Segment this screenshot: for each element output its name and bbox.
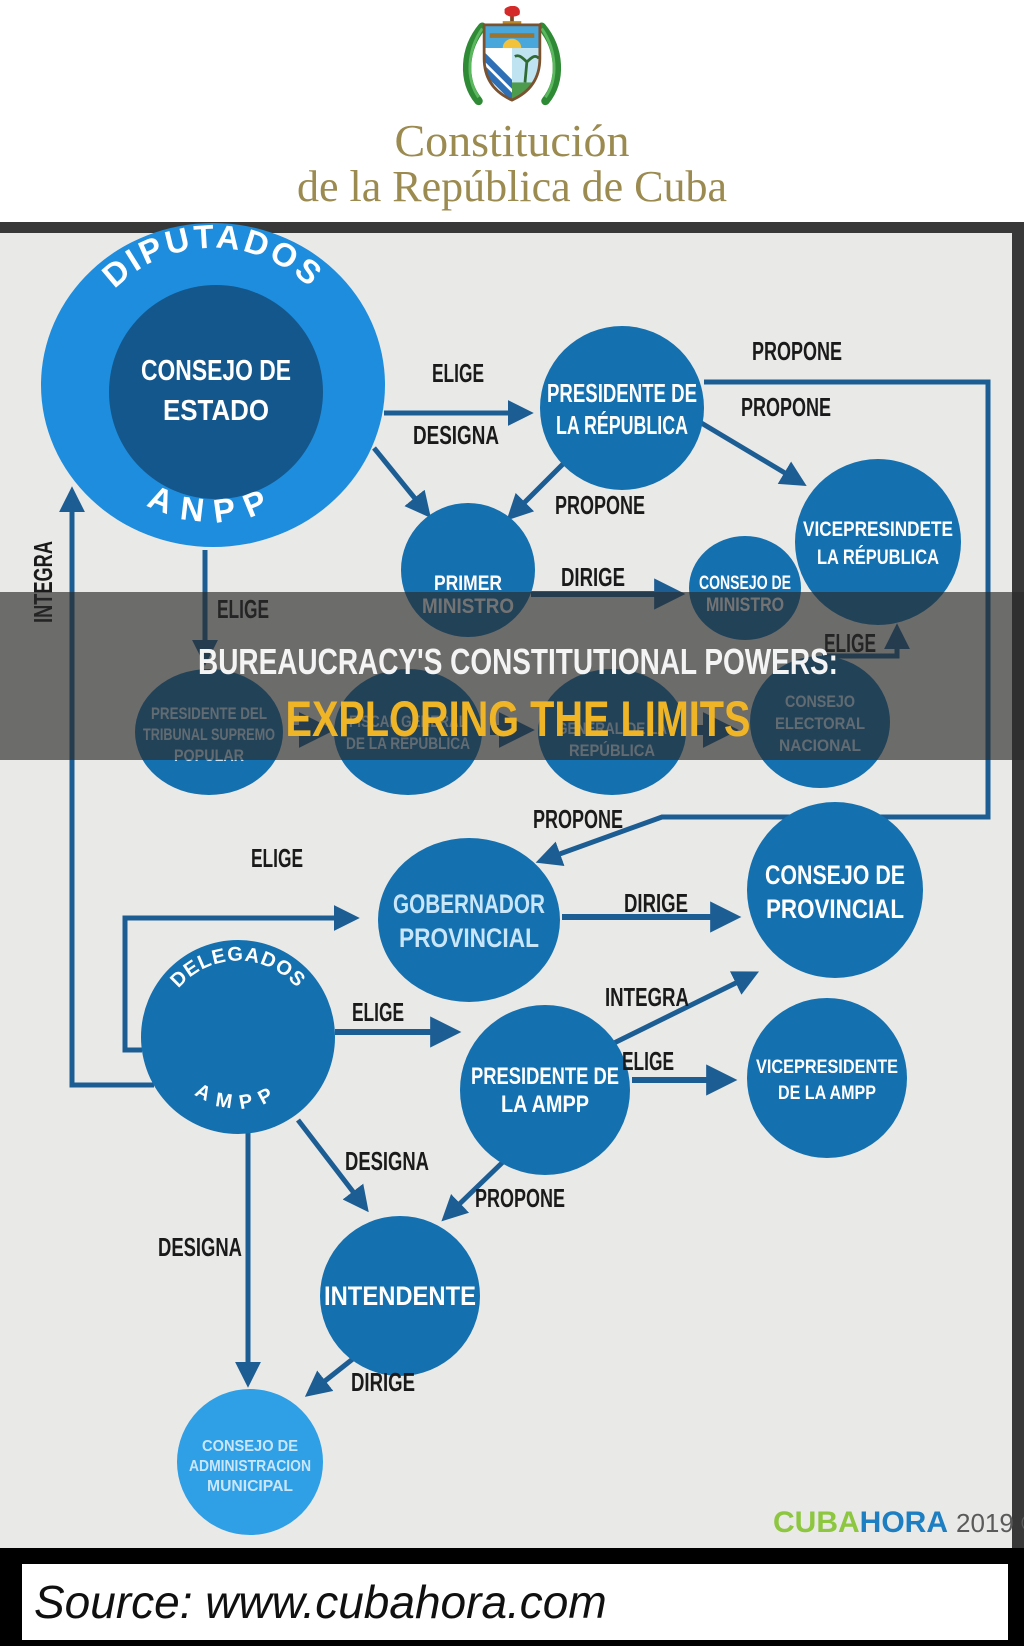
label-propone-primer-ministro: PROPONE xyxy=(555,490,645,520)
banner-title-line2: EXPLORING THE LIMITS xyxy=(286,691,751,747)
node-vicepresidente-republica: VICEPRESINDETE LA RÉPUBLICA xyxy=(795,459,961,625)
laurel-wreath-icon xyxy=(463,22,561,106)
node-consejo-provincial: CONSEJO DE PROVINCIAL xyxy=(747,802,923,978)
edge-dirige-consejo-municipal xyxy=(304,1356,356,1397)
label-dirige-consejo-municipal: DIRIGE xyxy=(351,1367,415,1397)
label-elige-presidente-ampp: ELIGE xyxy=(352,997,404,1027)
gobernador-line2: PROVINCIAL xyxy=(399,923,539,953)
consejo-estado-line2: ESTADO xyxy=(163,395,269,427)
source-bar-inner: Source: www.cubahora.com xyxy=(22,1564,1008,1640)
edge-designa-intendente xyxy=(296,1118,369,1213)
label-integra-consejo-provincial: INTEGRA xyxy=(605,982,689,1012)
vicepresidente-republica-line2: LA RÉPUBLICA xyxy=(817,546,939,569)
presidente-republica-line2: LA RÉPUBLICA xyxy=(556,410,688,440)
node-consejo-municipal: CONSEJO DE ADMINISTRACION MUNICIPAL xyxy=(177,1389,323,1535)
phrygian-cap-icon xyxy=(502,6,522,25)
source-bar: Source: www.cubahora.com xyxy=(0,1548,1024,1646)
gobernador-line1: GOBERNADOR xyxy=(393,889,545,919)
consejo-municipal-line3: MUNICIPAL xyxy=(207,1478,293,1495)
label-elige-gobernador: ELIGE xyxy=(251,843,303,873)
frame-top-strip xyxy=(0,222,1024,233)
edge-propone-gobernador xyxy=(535,379,991,867)
node-delegados-ampp: DELEGADOS AMPP xyxy=(141,940,335,1134)
consejo-provincial-line2: PROVINCIAL xyxy=(766,894,904,924)
label-elige-vicepresidente-ampp: ELIGE xyxy=(622,1046,674,1076)
consejo-ministro-line1: CONSEJO DE xyxy=(699,573,791,594)
label-dirige-consejo-provincial: DIRIGE xyxy=(624,888,688,918)
node-intendente: INTENDENTE xyxy=(320,1216,480,1376)
label-designa-intendente: DESIGNA xyxy=(345,1146,429,1176)
node-vicepresidente-ampp: VICEPRESIDENTE DE LA AMPP xyxy=(747,998,907,1158)
label-propone-gobernador: PROPONE xyxy=(533,804,623,834)
edge-propone-intendente xyxy=(441,1158,507,1222)
label-propone-intendente: PROPONE xyxy=(475,1183,565,1213)
document-title-line2: de la República de Cuba xyxy=(296,161,728,211)
source-text: Source: www.cubahora.com xyxy=(34,1576,607,1628)
edge-elige-gobernador xyxy=(122,905,360,1053)
primer-ministro-line1: PRIMER xyxy=(434,572,502,595)
header: Constitución de la República de Cuba xyxy=(0,0,1024,222)
org-chart: DIPUTADOS ANPP CONSEJO DE ESTADO PRESIDE… xyxy=(0,222,1024,1548)
node-gobernador: GOBERNADOR PROVINCIAL xyxy=(378,838,560,1002)
consejo-municipal-line1: CONSEJO DE xyxy=(202,1438,298,1455)
cuban-coat-of-arms-icon xyxy=(463,6,561,106)
frame-right-strip xyxy=(1012,222,1024,1548)
cubahora-logo-hora: HORA xyxy=(860,1506,948,1539)
vicepresidente-ampp-line1: VICEPRESIDENTE xyxy=(756,1057,898,1078)
cubahora-logo-cuba: CUBA xyxy=(773,1506,860,1539)
consejo-estado-line1: CONSEJO DE xyxy=(141,355,291,387)
edge-propone-primer-ministro xyxy=(506,461,566,521)
label-designa-primer-ministro: DESIGNA xyxy=(413,420,499,450)
label-designa-consejo-municipal: DESIGNA xyxy=(158,1232,242,1262)
document-title-line1: Constitución xyxy=(394,115,630,166)
label-propone-top: PROPONE xyxy=(752,336,842,366)
node-presidente-ampp: PRESIDENTE DE LA AMPP xyxy=(460,1005,630,1175)
cubahora-logo-year: 2019 © xyxy=(956,1508,1024,1538)
edge-designa-primer-ministro xyxy=(372,446,431,519)
presidente-ampp-line1: PRESIDENTE DE xyxy=(471,1063,619,1090)
edge-integra-consejo-provincial xyxy=(610,971,759,1047)
shield-icon xyxy=(482,23,542,102)
consejo-provincial-line1: CONSEJO DE xyxy=(765,860,905,890)
banner-overlay xyxy=(0,592,1024,760)
presidente-ampp-line2: LA AMPP xyxy=(501,1091,589,1118)
cubahora-logo: CUBAHORA 2019 © xyxy=(773,1506,1024,1539)
label-propone-vicepresidente: PROPONE xyxy=(741,392,831,422)
presidente-republica-line1: PRESIDENTE DE xyxy=(547,378,697,408)
banner-title-line1: BUREAUCRACY'S CONSTITUTIONAL POWERS: xyxy=(198,641,838,682)
intendente-label: INTENDENTE xyxy=(324,1281,476,1311)
label-dirige-consejo-ministro: DIRIGE xyxy=(561,562,625,592)
consejo-municipal-line2: ADMINISTRACION xyxy=(189,1458,311,1475)
label-elige-presidente: ELIGE xyxy=(432,358,484,388)
vicepresidente-republica-line1: VICEPRESINDETE xyxy=(803,518,953,541)
edge-propone-vicepresidente xyxy=(696,418,807,487)
node-presidente-republica: PRESIDENTE DE LA RÉPUBLICA xyxy=(540,326,704,490)
node-anpp: DIPUTADOS ANPP CONSEJO DE ESTADO xyxy=(41,222,385,547)
vicepresidente-ampp-line2: DE LA AMPP xyxy=(778,1083,876,1104)
